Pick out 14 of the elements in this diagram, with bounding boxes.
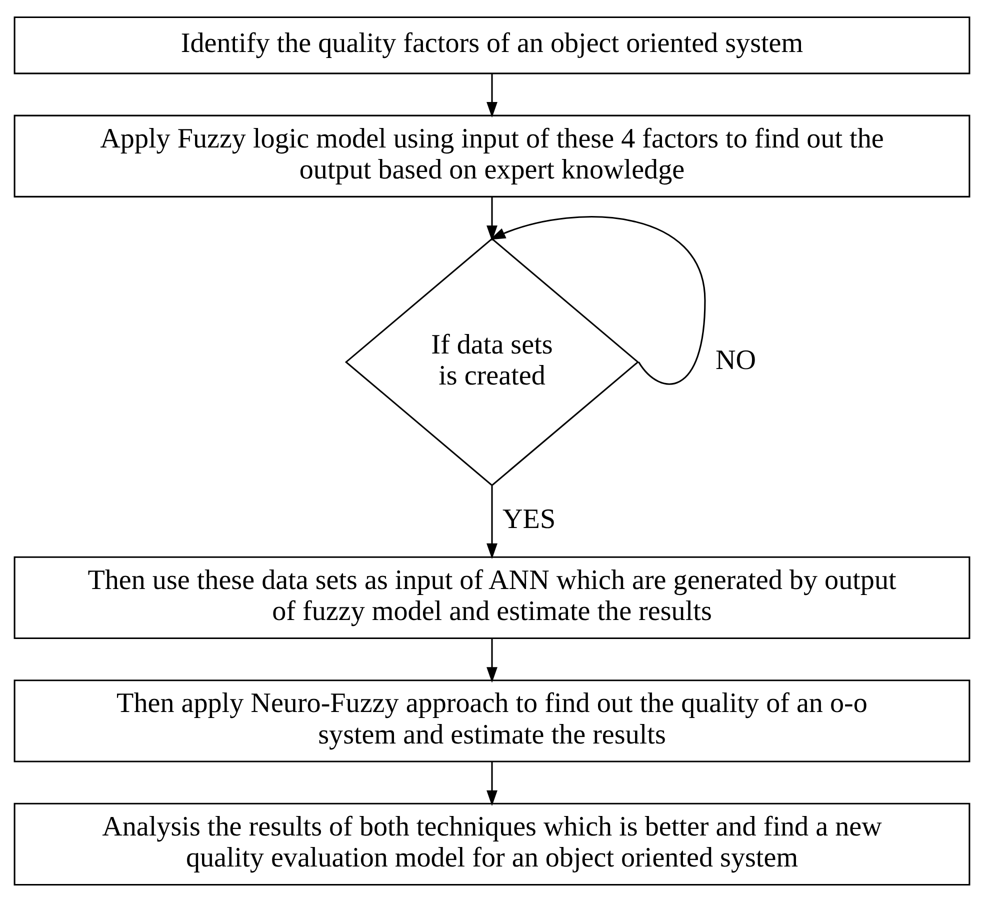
arrow bbox=[486, 638, 498, 682]
node-box: Identify the quality factors of an object oriented system bbox=[14, 16, 970, 74]
arrow bbox=[486, 73, 498, 118]
edge-label: NO bbox=[716, 344, 756, 376]
node-box: Then apply Neuro-Fuzzy approach to find out the quality of an o-o system and estimate the results bbox=[14, 679, 970, 762]
node-box: Apply Fuzzy logic model using input of these 4 factors to find out the output based on expert knowledge bbox=[14, 114, 970, 197]
arrow bbox=[486, 761, 498, 806]
arrow bbox=[486, 196, 498, 241]
edge-label: YES bbox=[502, 504, 556, 535]
node-box: Analysis the results of both techniques which is better and find a new quality evaluation model for an object oriented system bbox=[14, 802, 970, 886]
node-box: Then use these data sets as input of ANN which are generated by output of fuzzy model and estimate the results bbox=[14, 556, 970, 639]
node-diamond: If data sets is created bbox=[344, 237, 640, 486]
arrow bbox=[490, 216, 706, 384]
arrow bbox=[486, 486, 498, 558]
